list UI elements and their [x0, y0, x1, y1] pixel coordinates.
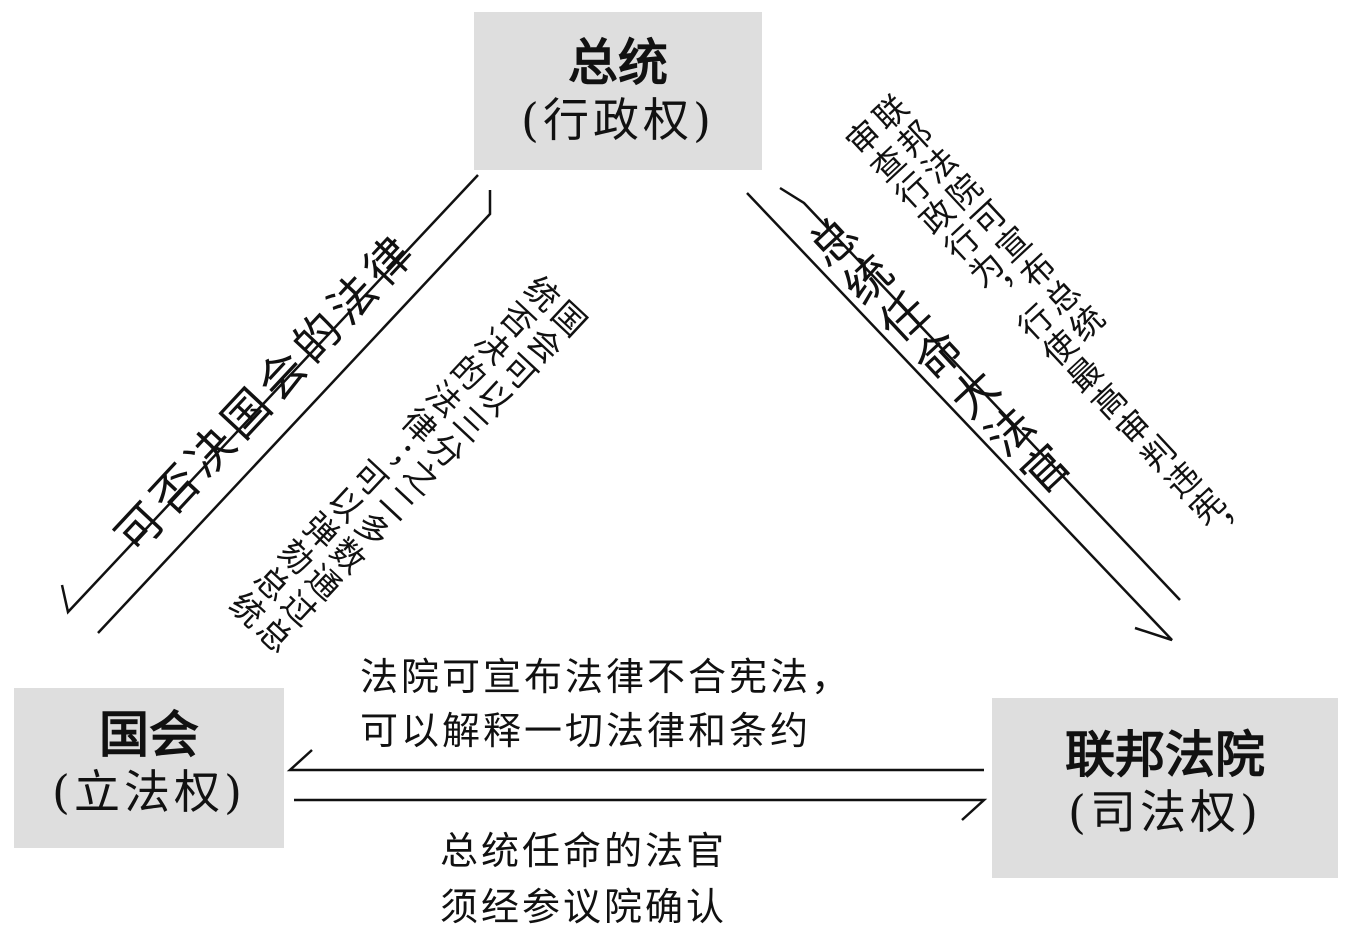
label-congress-to-court-line1: 总统任命的法官	[440, 829, 728, 873]
node-congress: 国会 (立法权)	[14, 688, 284, 848]
node-congress-subtitle: (立法权)	[52, 765, 246, 819]
arrow-court-to-president	[779, 186, 1181, 601]
arrow-president-to-court	[746, 192, 1173, 642]
node-president: 总统 (行政权)	[474, 12, 762, 170]
arrow-court-to-congress	[286, 749, 984, 772]
label-court-to-congress-line1: 法院可宣布法律不合宪法，	[360, 655, 853, 699]
arrow-president-to-congress	[60, 174, 479, 615]
node-court-title: 联邦法院	[1065, 726, 1265, 784]
node-court: 联邦法院 (司法权)	[992, 698, 1338, 878]
arrow-congress-to-president	[97, 190, 492, 634]
node-president-subtitle: (行政权)	[521, 93, 715, 147]
label-congress-to-court-line2: 须经参议院确认	[440, 885, 728, 929]
node-court-subtitle: (司法权)	[1068, 785, 1262, 839]
node-president-title: 总统	[568, 34, 668, 92]
arrow-congress-to-court	[294, 798, 988, 821]
label-court-to-congress-line2: 可以解释一切法律和条约	[360, 709, 812, 753]
node-congress-title: 国会	[99, 706, 199, 764]
